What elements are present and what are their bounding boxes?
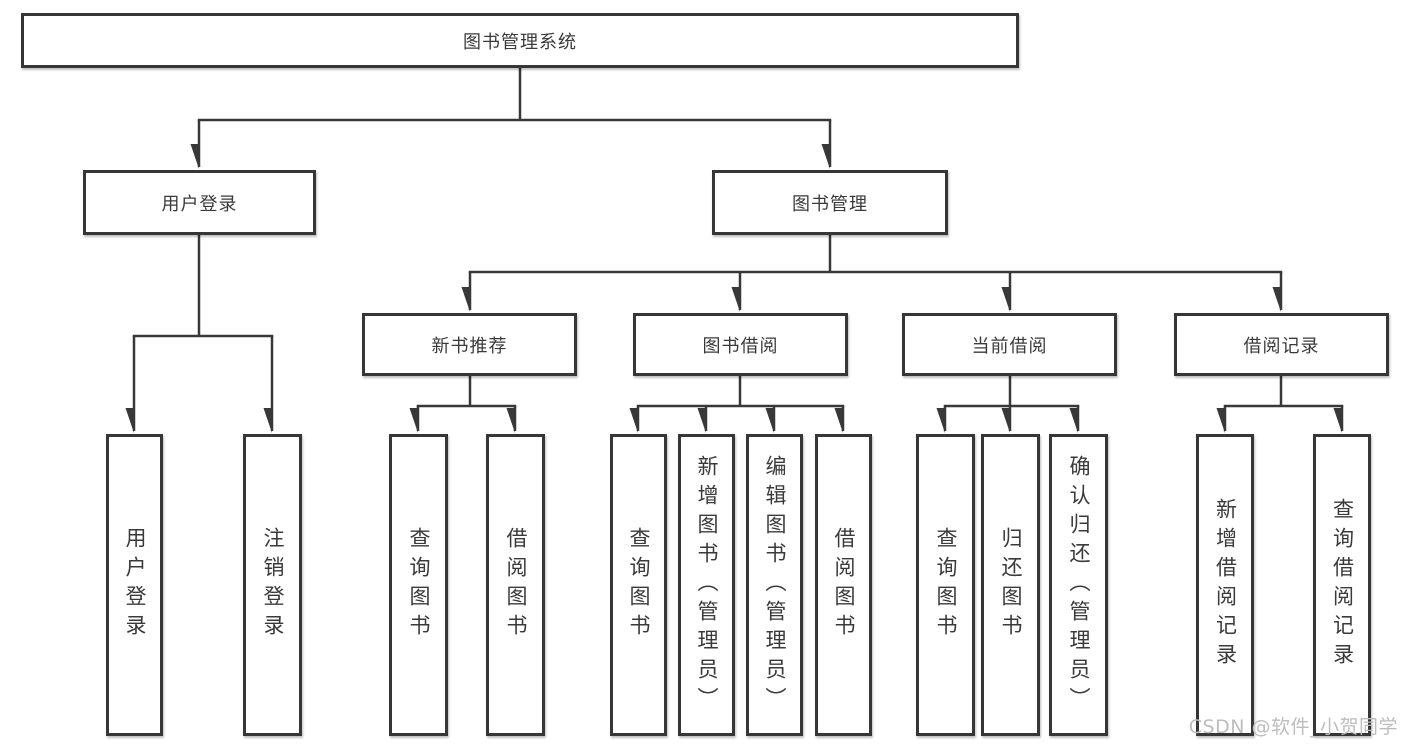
node-current-borrowing: 当前借阅 <box>902 313 1117 376</box>
leaf-return-books-label: 归还图书 <box>999 527 1023 643</box>
node-new-book-recommendation-label: 新书推荐 <box>431 335 508 357</box>
node-borrowing-records: 借阅记录 <box>1174 313 1389 376</box>
leaf-rec-borrow-books-label: 借阅图书 <box>504 527 528 643</box>
leaf-borrow-query-books: 查询图书 <box>610 434 667 736</box>
leaf-add-books-admin-label: 新增图书（管理员） <box>695 454 719 716</box>
node-user-login-label: 用户登录 <box>161 193 238 215</box>
leaf-rec-borrow-books: 借阅图书 <box>486 434 545 736</box>
node-user-login: 用户登录 <box>83 170 316 235</box>
leaf-edit-books-admin: 编辑图书（管理员） <box>746 434 803 736</box>
node-current-borrowing-label: 当前借阅 <box>971 335 1048 357</box>
node-book-management: 图书管理 <box>712 170 948 235</box>
node-book-borrowing: 图书借阅 <box>633 313 848 376</box>
csdn-watermark: CSDN @软件_小贺同学 <box>1188 716 1398 738</box>
leaf-logout: 注销登录 <box>243 434 302 736</box>
leaf-borrow-query-books-label: 查询图书 <box>627 527 651 643</box>
node-borrowing-records-label: 借阅记录 <box>1243 335 1320 357</box>
leaf-confirm-return-admin: 确认归还（管理员） <box>1049 434 1108 736</box>
leaf-borrow-books: 借阅图书 <box>815 434 872 736</box>
leaf-confirm-return-admin-label: 确认归还（管理员） <box>1067 454 1091 716</box>
leaf-query-borrow-record: 查询借阅记录 <box>1313 434 1371 736</box>
leaf-current-query-books-label: 查询图书 <box>934 527 958 643</box>
node-root: 图书管理系统 <box>21 13 1019 68</box>
leaf-query-borrow-record-label: 查询借阅记录 <box>1330 498 1355 672</box>
node-book-borrowing-label: 图书借阅 <box>702 335 779 357</box>
leaf-user-login: 用户登录 <box>106 434 163 736</box>
leaf-add-books-admin: 新增图书（管理员） <box>678 434 735 736</box>
node-new-book-recommendation: 新书推荐 <box>362 313 577 376</box>
node-root-label: 图书管理系统 <box>463 31 577 53</box>
leaf-edit-books-admin-label: 编辑图书（管理员） <box>763 454 787 716</box>
node-book-management-label: 图书管理 <box>792 193 868 215</box>
leaf-borrow-books-label: 借阅图书 <box>832 527 856 643</box>
leaf-rec-query-books-label: 查询图书 <box>407 527 431 643</box>
leaf-logout-label: 注销登录 <box>261 527 285 643</box>
leaf-current-query-books: 查询图书 <box>916 434 975 736</box>
leaf-return-books: 归还图书 <box>981 434 1040 736</box>
leaf-add-borrow-record: 新增借阅记录 <box>1196 434 1254 736</box>
leaf-add-borrow-record-label: 新增借阅记录 <box>1213 498 1238 672</box>
leaf-rec-query-books: 查询图书 <box>389 434 448 736</box>
leaf-user-login-label: 用户登录 <box>123 527 147 643</box>
